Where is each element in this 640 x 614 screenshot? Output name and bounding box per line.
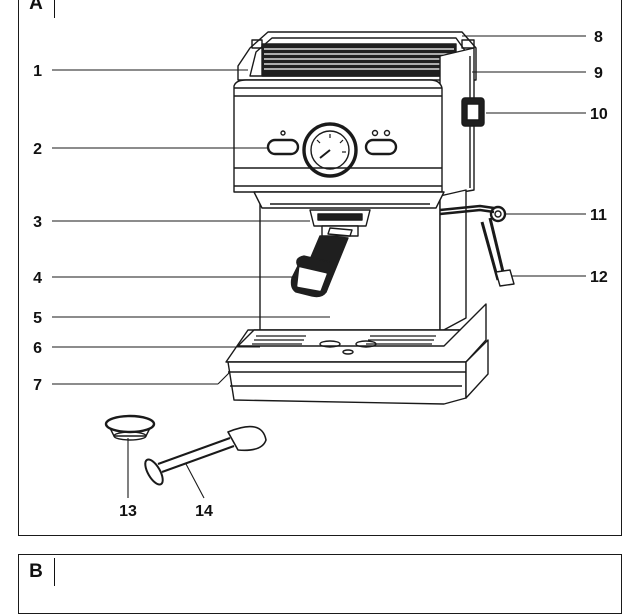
callout-1: 1 <box>33 63 42 80</box>
filter-basket <box>104 414 156 441</box>
callout-13: 13 <box>119 503 137 520</box>
power-button <box>266 130 300 156</box>
figure-panel-a: A <box>18 0 622 536</box>
callout-7: 7 <box>33 377 42 394</box>
callout-4: 4 <box>33 270 42 287</box>
callout-6: 6 <box>33 340 42 357</box>
callout-9: 9 <box>594 65 603 82</box>
pressure-gauge <box>302 122 358 178</box>
portafilter <box>290 227 353 298</box>
callout-12: 12 <box>590 269 608 286</box>
callout-8: 8 <box>594 29 603 46</box>
callout-2: 2 <box>33 141 42 158</box>
machine-lower-body <box>253 189 467 333</box>
steam-wand <box>439 204 515 287</box>
espresso-machine-diagram: 1 2 3 4 5 6 7 8 9 10 11 12 13 14 <box>33 29 608 520</box>
measuring-spoon-tamper <box>144 425 267 486</box>
callout-10: 10 <box>590 106 608 123</box>
callout-5: 5 <box>33 310 42 327</box>
callout-11: 11 <box>590 207 607 224</box>
coffee-steam-button <box>364 129 398 156</box>
callout-14: 14 <box>195 503 213 520</box>
drip-tray <box>225 303 489 405</box>
leader-lines <box>52 35 586 499</box>
control-panel-housing <box>233 79 443 193</box>
panel-a-letter: A <box>19 0 55 21</box>
callout-3: 3 <box>33 214 42 231</box>
steam-knob <box>461 97 485 127</box>
panel-b-letter: B <box>19 555 55 589</box>
